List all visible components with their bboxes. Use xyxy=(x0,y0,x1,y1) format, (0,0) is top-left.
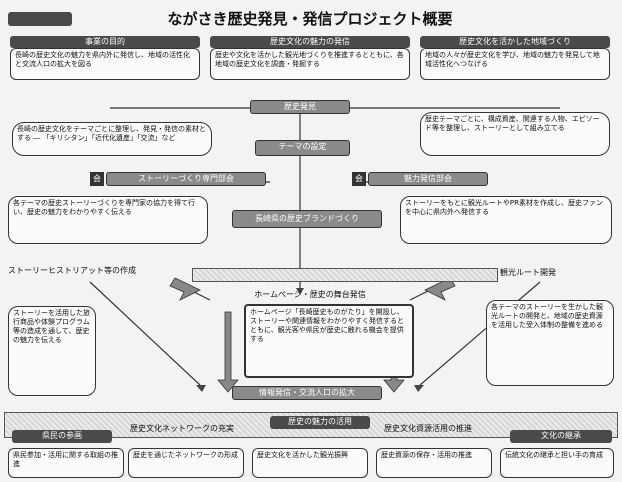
brand-main-box: 長崎県の歴史ブランドづくり xyxy=(232,210,382,228)
section-title-3: 歴史文化を活かした地域づくり xyxy=(420,36,610,48)
section-title-1: 事業の目的 xyxy=(10,36,200,48)
homepage-label: ホームページ・歴史の舞台発信 xyxy=(254,290,366,299)
header-logo xyxy=(8,12,72,26)
hatched-band xyxy=(192,268,498,282)
section-body-1: 長崎の歴史文化の魅力を県内外に発信し、地域の活性化と交流人口の拡大を図る xyxy=(10,48,200,80)
bottom-col-2: 歴史を通じたネットワークの形成 xyxy=(128,448,244,478)
story-creation-label: ストーリーヒストリアット等の作成 xyxy=(8,266,136,275)
section-title-2: 歴史文化の魅力の発信 xyxy=(210,36,410,48)
banner-left: 県民の参画 xyxy=(12,430,112,443)
dev-team-note: ストーリーをもとに観光ルートやPR素材を作成し、歴史ファンを中心に県内外へ発信す… xyxy=(400,196,612,244)
info-exchange-box: 情報発信・交流人口の拡大 xyxy=(232,386,382,400)
theme-setting-box: テーマの設定 xyxy=(255,140,350,156)
story-team-label: ストーリーづくり専門部会 xyxy=(106,172,266,186)
right-side-note: 各テーマのストーリーを生かした観光ルートの開発と、地域の歴史資源を活用した受入体… xyxy=(486,300,614,386)
section-body-3: 地域の人々が歴史文化を学び、地域の魅力を発見して地域活性化へつなげる xyxy=(420,48,610,80)
banner-center-left: 歴史文化ネットワークの充実 xyxy=(130,424,234,433)
bottom-col-1: 県民参加・活用に関する取組の推進 xyxy=(8,448,124,478)
bottom-col-5: 伝統文化の継承と担い手の育成 xyxy=(500,448,614,478)
dev-team-label: 魅力発信部会 xyxy=(368,172,488,186)
dev-team-icon: 会 xyxy=(352,172,366,186)
bottom-col-4: 歴史資源の保存・活用の推進 xyxy=(376,448,492,478)
left-theme-note: 長崎の歴史文化をテーマごとに整理し、発見・発信の素材とする ― 「キリシタン」「… xyxy=(12,122,212,156)
banner-right: 文化の継承 xyxy=(510,430,612,443)
tour-route-label: 観光ルート開発 xyxy=(500,268,556,277)
homepage-frame: ホームページ「長崎歴史ものがたり」を開設し、ストーリーや関連情報をわかりやすく発… xyxy=(244,304,414,378)
page-title: ながさき歴史発見・発信プロジェクト概要 xyxy=(167,10,453,28)
right-theme-note: 歴史テーマごとに、構成資産、関連する人物、エピソード等を整理し、ストーリーとして… xyxy=(420,112,610,156)
left-side-note: ストーリーを活用した旅行商品や体験プログラム等の造成を通して、歴史の魅力を伝える xyxy=(8,306,96,396)
history-discovery-label: 歴史発見 xyxy=(250,100,350,114)
story-team-icon: 会 xyxy=(90,172,104,186)
banner-center-right: 歴史文化資源活用の推進 xyxy=(384,424,472,433)
story-team-note: 各テーマの歴史ストーリーづくりを専門家の協力を得て行い、歴史の魅力をわかりやすく… xyxy=(8,196,208,244)
section-body-2: 歴史や文化を活かした観光地づくりを推進するとともに、各地域の歴史文化を調査・発掘… xyxy=(210,48,410,80)
bottom-col-3: 歴史文化を活かした観光振興 xyxy=(252,448,368,478)
banner-center: 歴史の魅力の活用 xyxy=(270,416,370,429)
